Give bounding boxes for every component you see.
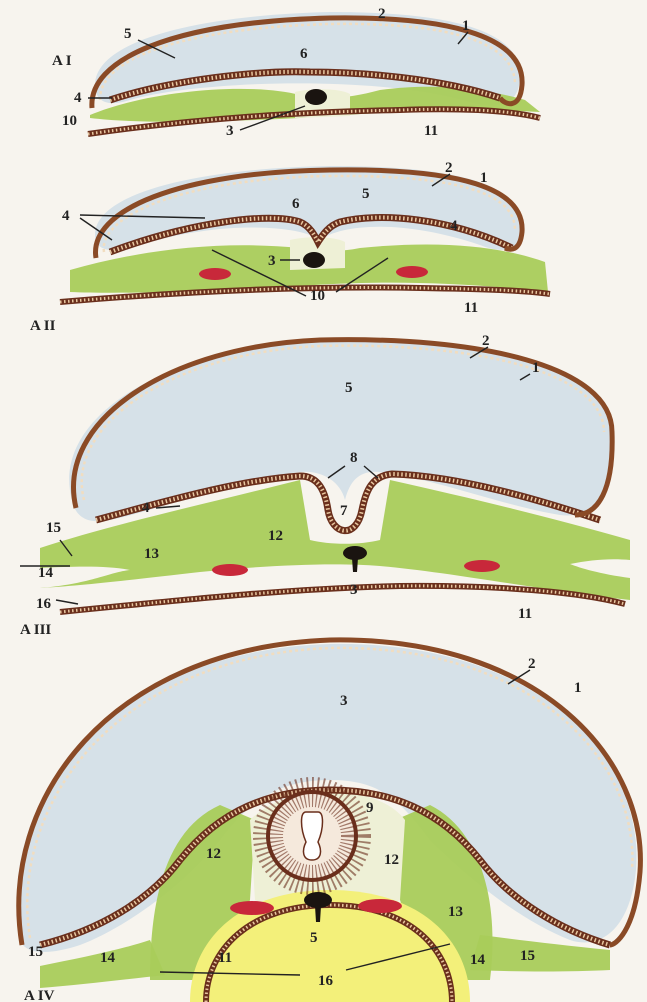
label-16: 16 [318,973,334,989]
stage-a2 [60,166,550,302]
label-15b: 15 [520,948,535,964]
label-4: 4 [142,500,150,516]
label-11: 11 [218,950,232,966]
label-4: 4 [74,90,82,106]
label-6: 6 [300,46,308,62]
stage-a3 [40,340,630,612]
stage-label-a3: A III [20,622,51,638]
label-14: 14 [38,565,54,581]
label-4: 4 [62,208,70,224]
stage-a1 [88,12,540,134]
stage-label-a1: A I [52,53,72,69]
label-16: 16 [36,596,52,612]
label-2: 2 [528,656,536,672]
label-7: 7 [340,503,348,519]
label-12b: 12 [384,852,399,868]
label-2: 2 [445,160,453,176]
stage-label-a4: A IV [24,988,55,1002]
label-15: 15 [46,520,61,536]
label-5: 3 [340,693,348,709]
label-5: 5 [124,26,132,42]
leader-line [56,600,78,604]
label-13: 13 [144,546,159,562]
stage-label-a2: A II [30,318,56,334]
label-3: 3 [268,253,276,269]
label-1: 1 [574,680,582,696]
label-11: 11 [518,606,532,622]
label-12: 12 [206,846,221,862]
label-14b: 14 [470,952,486,968]
label-11: 11 [464,300,478,316]
label-6: 6 [292,196,300,212]
label-9: 9 [366,800,374,816]
label-12: 12 [268,528,283,544]
label-4b: 4 [450,218,458,234]
label-1: 1 [480,170,488,186]
label-3: 3 [226,123,234,139]
label-2: 2 [378,6,386,22]
label-3: 3 [350,582,358,598]
label-13: 13 [448,904,463,920]
label-5: 5 [362,186,370,202]
label-2: 2 [482,333,490,349]
label-10: 10 [310,288,325,304]
stage-a4 [17,640,641,1002]
label-1: 1 [462,18,470,34]
label-11: 11 [424,123,438,139]
label-1: 1 [532,360,540,376]
label-3: 5 [310,930,318,946]
label-5: 5 [345,380,353,396]
label-14: 14 [100,950,116,966]
label-8: 8 [350,450,358,466]
label-10: 10 [62,113,77,129]
label-15: 15 [28,944,43,960]
